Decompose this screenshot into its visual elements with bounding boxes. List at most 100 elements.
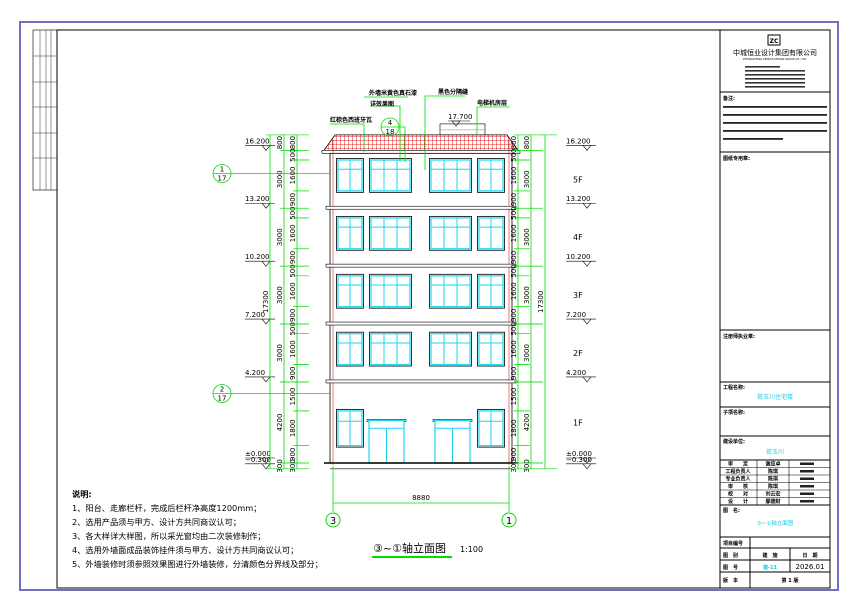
dimension-label: 1600: [510, 282, 518, 300]
detail-marker-sheet: 18: [386, 128, 395, 136]
note-item: 3、各大样详大样图，所以采光窗均由二次装修制作；: [72, 531, 266, 541]
floor-band: [325, 379, 517, 384]
dimension-label: 900: [289, 193, 297, 206]
level-label: 10.200: [245, 253, 270, 261]
fine-print-line: [745, 70, 805, 72]
signature-role: 审 核: [728, 483, 748, 490]
level-label: 13.200: [245, 195, 270, 203]
dimension-label: 3000: [523, 344, 531, 362]
version-label: 版 本: [723, 577, 739, 584]
binding-strip: [32, 29, 58, 191]
client-value: 荷玉川: [766, 448, 784, 456]
floor-label: 4F: [573, 233, 583, 242]
dimension-label: 1600: [510, 167, 518, 185]
callouts: 外墙米黄色真石漆 详效果图 红棕色西班牙瓦 黑色分隔缝 电梯机房层 4 18 1…: [330, 88, 510, 170]
callout-roof-tile: 红棕色西班牙瓦: [330, 116, 372, 124]
level-marker-icon: [582, 203, 592, 209]
level-marker-icon: [582, 457, 592, 464]
signature-name: 陈琪: [768, 476, 778, 483]
detail-marker-num: 2: [220, 386, 224, 394]
window: [370, 333, 411, 366]
callout-wall-paint: 外墙米黄色真石漆: [368, 89, 417, 97]
dimension-label: 3000: [276, 286, 284, 304]
signature-name: 谢应卓: [765, 461, 780, 468]
drawing-title: ③~①轴立面图 1:100: [372, 541, 483, 558]
date-value: 2026.01: [796, 563, 825, 571]
note-item: 5、外墙装修时须参照效果图进行外墙装修，分清颜色分界线及部分；: [72, 559, 323, 569]
design-notes: 说明: 1、阳台、走廊栏杆，完成后栏杆净高度1200mm； 2、选用产品须与甲方…: [72, 489, 323, 569]
dimension-label: 3000: [276, 344, 284, 362]
signature-mark: [800, 477, 814, 480]
elevator-level: 17.700: [448, 113, 473, 121]
fine-print-line: [745, 82, 805, 84]
level-label: 10.200: [566, 253, 591, 261]
dimension-label: 300: [276, 459, 284, 472]
project-name-label: 工程名称:: [723, 384, 745, 391]
window: [430, 333, 471, 366]
fine-print-line: [745, 74, 805, 76]
dimension-label: 800: [276, 136, 284, 149]
level-marker-icon: [451, 120, 461, 127]
notes-text: [723, 106, 827, 140]
floor-band: [325, 205, 517, 210]
category-label: 图 别: [723, 552, 738, 559]
dimension-label: 1500: [510, 388, 518, 406]
fine-print-line: [723, 138, 783, 140]
dimension-label: 1600: [289, 282, 297, 300]
fine-print-line: [745, 86, 805, 88]
dimension-label: 3000: [276, 170, 284, 188]
fine-print-line: [723, 114, 827, 116]
level-marker-icon: [261, 318, 271, 325]
dimension-label: 900: [510, 367, 518, 380]
dimension-label: 17300: [262, 291, 270, 313]
dimension-label: 500: [289, 322, 297, 335]
level-label: ±0.000: [566, 450, 592, 458]
floor-label: 3F: [573, 291, 583, 300]
dimension-label: 4200: [523, 414, 531, 432]
drawing-no-label: 图 号: [723, 564, 738, 571]
level-marker-icon: [582, 318, 592, 325]
note-item: 2、选用产品须与甲方、设计方共同商议认可；: [72, 517, 241, 527]
project-info-table: 项目编号 图 别 建 施 日 期 图 号 建-11 2026.01 版 本 第 …: [720, 536, 830, 588]
axis-label: 1: [506, 516, 512, 527]
dimension-label: 900: [510, 193, 518, 206]
drawing-title-text: ③~①轴立面图: [373, 541, 446, 555]
detail-marker-sheet: 17: [218, 395, 227, 403]
signature-role: 专业负责人: [725, 476, 751, 483]
detail-marker-num: 4: [388, 119, 393, 127]
company-logo-icon: [767, 34, 781, 46]
sheet-inner-frame: [56, 29, 831, 589]
dimension-label: 17300: [537, 291, 545, 313]
dimension-label: 500: [510, 206, 518, 219]
level-label: 4.200: [566, 369, 586, 377]
level-label: −0.300: [566, 456, 592, 464]
dimension-label: 900: [289, 251, 297, 264]
dimension-label: 900: [289, 448, 297, 461]
signature-role: 工程负责人: [725, 468, 751, 475]
signature-mark: [800, 500, 814, 503]
title-block: ZC 中城恒业设计集团有限公司 ZHONGCHENG HENGYE DESIGN…: [719, 30, 830, 588]
company-name-en: ZHONGCHENG HENGYE DESIGN GROUP CO., LTD.: [743, 57, 807, 61]
sub-item-label: 子项名称:: [723, 409, 745, 416]
drawing-no-value: 建-11: [762, 564, 778, 571]
level-marker-icon: [261, 145, 271, 151]
signature-mark: [800, 470, 814, 473]
drawing-name-value: ③~①轴立面图: [757, 519, 794, 527]
fine-print-line: [723, 106, 827, 108]
dimension-label: 3000: [276, 228, 284, 246]
dimension-label: 1600: [289, 167, 297, 185]
dimension-label: 3000: [523, 228, 531, 246]
dimension-label: 1600: [510, 224, 518, 242]
signature-name: 鄢德财: [765, 498, 780, 505]
level-marker-icon: [582, 376, 592, 383]
signature-mark: [800, 485, 814, 488]
signature-role: 设 计: [728, 498, 748, 505]
dimension-label: 500: [289, 264, 297, 277]
category-value: 建 施: [761, 552, 777, 559]
dimension-label: 500: [510, 148, 518, 161]
level-marker-icon: [261, 260, 271, 267]
floor-label: 1F: [573, 418, 583, 427]
dimension-label: 300: [523, 459, 531, 472]
dimension-label: 900: [510, 251, 518, 264]
